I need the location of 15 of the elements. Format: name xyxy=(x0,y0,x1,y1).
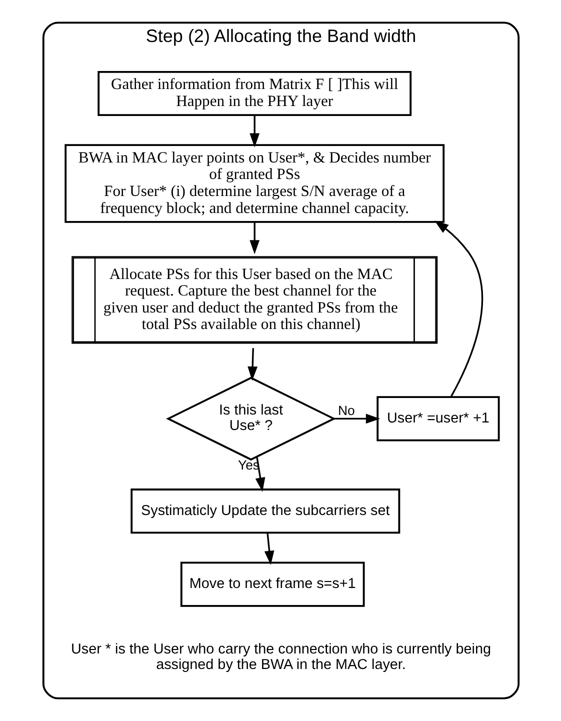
node-box: User* =user* +1 xyxy=(376,396,500,442)
arrow xyxy=(247,348,258,381)
arrow xyxy=(264,532,274,565)
arrow xyxy=(254,456,265,492)
arrow xyxy=(434,220,483,398)
label: User * is the User who carry the connection who is currently being assigned by the BWA in the MAC layer. xyxy=(70,641,490,674)
edge-label: No xyxy=(338,402,354,418)
arrow xyxy=(334,414,380,424)
node-box: Move to next frame s=s+1 xyxy=(180,562,364,607)
node-box: Systimaticly Update the subcarriers set xyxy=(130,488,400,534)
node-box: BWA in MAC layer points on User*, & Decides number of granted PSs For User* (i) determine largest S/N average of a frequency block; and determine channel capacity. xyxy=(64,144,444,223)
arrow xyxy=(249,222,260,254)
arrow xyxy=(249,115,260,148)
node-box: Gather information from Matrix F [ ]This will Happen in the PHY layer xyxy=(97,70,412,116)
node-diamond: Is this last Use* ? xyxy=(166,376,336,461)
